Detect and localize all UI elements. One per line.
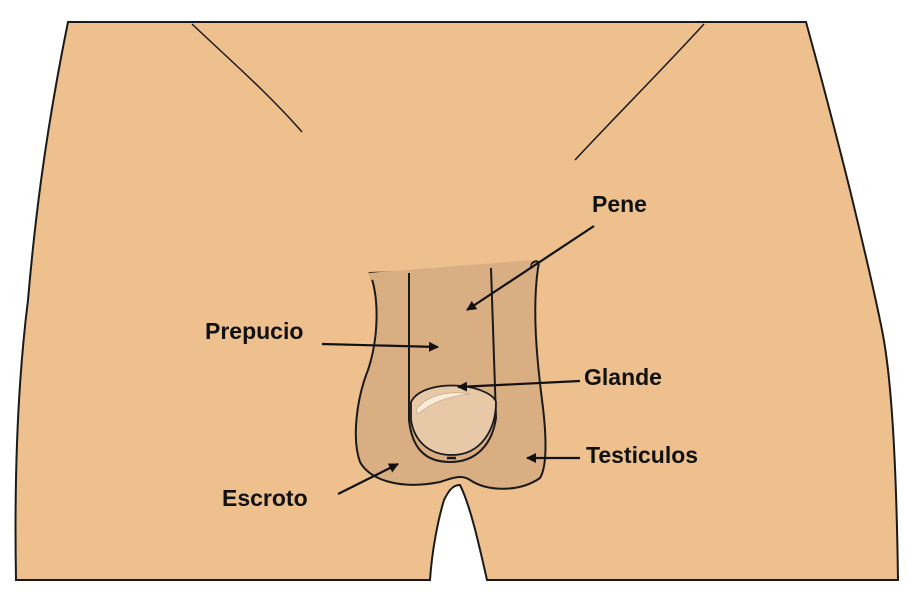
arrow-pene <box>466 225 595 311</box>
label-testiculos: Testiculos <box>586 442 698 468</box>
arrow-glande <box>457 379 581 392</box>
label-prepucio: Prepucio <box>205 318 303 344</box>
arrow-escroto <box>337 463 399 495</box>
label-pene: Pene <box>592 191 647 217</box>
left-groin-line <box>191 23 303 133</box>
label-escroto: Escroto <box>222 485 308 511</box>
arrow-prepucio <box>321 341 439 352</box>
glans-highlight <box>415 392 471 415</box>
label-glande: Glande <box>584 364 662 390</box>
right-groin-line <box>574 23 705 161</box>
